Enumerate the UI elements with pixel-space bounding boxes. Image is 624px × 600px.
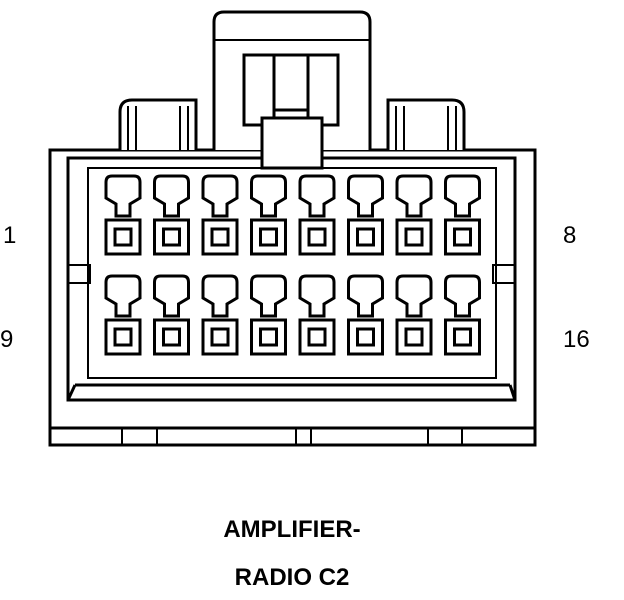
pin-contact (356, 327, 375, 347)
pin-latch-tab (201, 174, 239, 218)
pin-contact (210, 327, 230, 347)
pin-terminal (347, 274, 384, 356)
pin-terminal (153, 274, 190, 356)
pin-terminal (298, 174, 336, 256)
pin-latch-tab (250, 274, 287, 318)
pin-label-9: 9 (0, 326, 14, 353)
pin-latch-tab (104, 274, 142, 318)
pin-latch-tab (347, 174, 384, 218)
pin-terminal (250, 174, 287, 256)
pin-terminal (104, 174, 142, 256)
pin-socket (444, 318, 481, 356)
connector-bottom-ticks (121, 428, 463, 445)
pin-socket (444, 218, 481, 256)
pin-socket (250, 318, 287, 356)
pin-socket (104, 218, 142, 256)
right-ear-ribs (395, 106, 457, 150)
pin-contact (113, 227, 133, 247)
pin-socket (347, 318, 384, 356)
latch-key-center (272, 53, 310, 112)
pin-latch-tab (201, 274, 239, 318)
pin-latch-tab (250, 174, 287, 218)
latch-key-left (242, 53, 276, 127)
latch-key-right (306, 53, 340, 127)
pin-socket (347, 218, 384, 256)
pin-contact (404, 227, 424, 247)
pin-socket (298, 318, 336, 356)
caption-line-1: AMPLIFIER- (223, 516, 361, 543)
pin-latch-tab (347, 274, 384, 318)
pin-terminal (395, 274, 433, 356)
pin-contact (162, 327, 181, 347)
pin-label-8: 8 (563, 222, 577, 249)
pin-socket (395, 318, 433, 356)
pin-contact (259, 327, 278, 347)
pin-latch-tab (153, 274, 190, 318)
pin-latch-tab (395, 274, 433, 318)
pin-label-1: 1 (3, 222, 17, 249)
pin-contact (356, 227, 375, 247)
pin-contact (453, 327, 472, 347)
pin-socket (104, 318, 142, 356)
left-ear (118, 98, 198, 150)
pin-terminal (444, 174, 481, 256)
pin-latch-tab (444, 174, 481, 218)
pin-contact (259, 227, 278, 247)
pin-socket (153, 318, 190, 356)
pin-socket (153, 218, 190, 256)
pin-terminal (395, 174, 433, 256)
pin-terminal (347, 174, 384, 256)
pin-latch-tab (153, 174, 190, 218)
pin-contact (307, 327, 327, 347)
pin-contact (113, 327, 133, 347)
pin-latch-tab (298, 274, 336, 318)
pin-terminal (444, 274, 481, 356)
pin-terminal (104, 274, 142, 356)
pin-terminal (201, 274, 239, 356)
connector-inner-frame (66, 156, 517, 402)
pin-latch-tab (104, 174, 142, 218)
pin-socket (201, 318, 239, 356)
caption-line-2: RADIO C2 (234, 564, 350, 591)
pin-grid (104, 174, 481, 356)
pin-label-16: 16 (563, 326, 590, 353)
pin-latch-tab (444, 274, 481, 318)
connector-bottom-lip (50, 383, 535, 430)
pin-socket (395, 218, 433, 256)
left-side-nub (67, 264, 91, 284)
pin-contact (307, 227, 327, 247)
pin-socket (298, 218, 336, 256)
pin-terminal (250, 274, 287, 356)
pin-socket (250, 218, 287, 256)
pin-contact (404, 327, 424, 347)
right-side-nub (492, 264, 516, 284)
pin-terminal (201, 174, 239, 256)
pin-socket (201, 218, 239, 256)
pin-latch-tab (298, 174, 336, 218)
pin-latch-tab (395, 174, 433, 218)
pin-contact (210, 227, 230, 247)
latch-bridge (260, 116, 324, 170)
right-ear (386, 98, 466, 150)
pin-terminal (298, 274, 336, 356)
left-ear-ribs (127, 106, 189, 150)
pin-cavity (87, 167, 497, 379)
pin-contact (162, 227, 181, 247)
pin-contact (453, 227, 472, 247)
pin-terminal (153, 174, 190, 256)
